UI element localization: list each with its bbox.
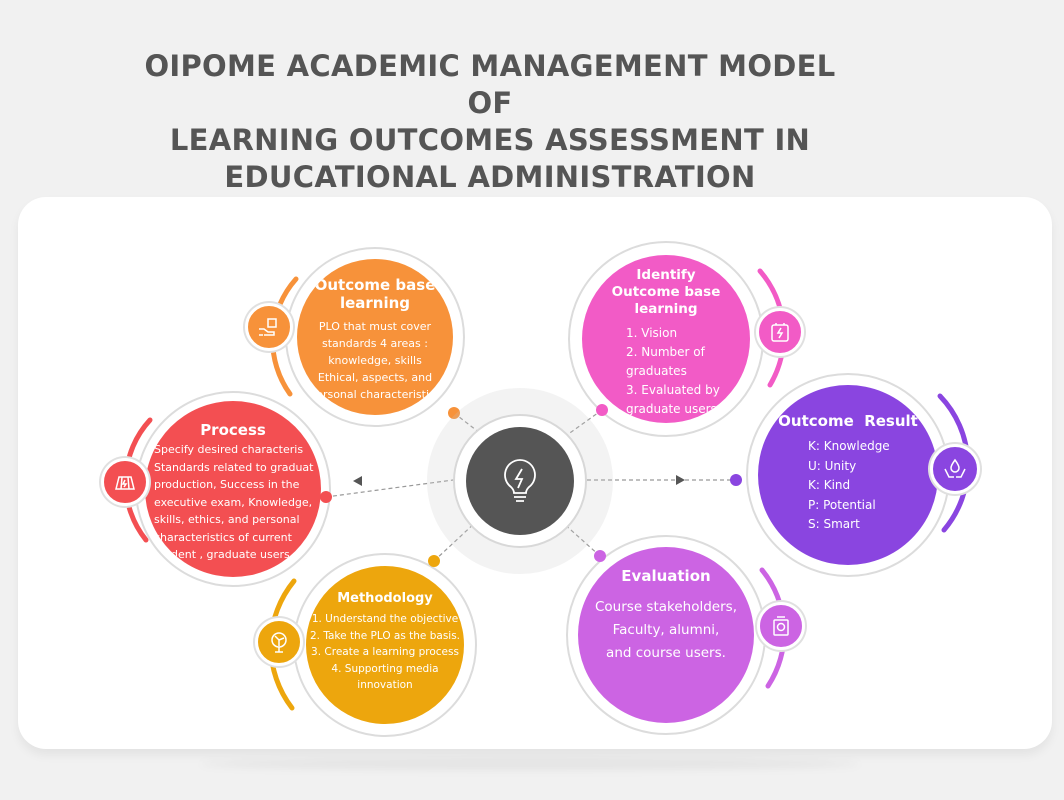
connector-evaluation xyxy=(561,521,601,557)
outcome-base-title: Outcome base learning xyxy=(314,276,436,312)
evaluation-body: Course stakeholders, Faculty, alumni, and … xyxy=(578,596,754,665)
methodology-line: 3. Create a learning process xyxy=(311,646,459,658)
process-line: characteristics of current xyxy=(154,530,292,544)
solar-panel-icon xyxy=(101,458,149,506)
evaluation-line: Faculty, alumni, xyxy=(612,622,720,638)
process-line: executive exam, Knowledge, xyxy=(154,495,313,509)
wind-turbine-icon xyxy=(255,618,303,666)
process-line: student , graduate users xyxy=(154,548,290,561)
outcome-result-title: Outcome Result xyxy=(778,412,918,430)
identify-circle: Identify Outcome base learning 1. Vision… xyxy=(582,255,750,423)
evaluation-circle: Evaluation Course stakeholders, Faculty, … xyxy=(578,547,754,723)
arrow-left xyxy=(353,476,362,486)
evaluation-line: Course stakeholders, xyxy=(595,599,737,615)
evaluation-line: and course users. xyxy=(606,645,726,661)
title-line-1: OIPOME ACADEMIC MANAGEMENT MODEL OF xyxy=(144,49,836,120)
methodology-line: 1. Understand the objective xyxy=(311,613,459,625)
process-dot xyxy=(320,491,332,503)
identify-line: graduate users xyxy=(626,402,717,416)
panel-shadow xyxy=(200,758,860,770)
process-line: skills, ethics, and personal xyxy=(154,513,300,526)
outcome-result-line: S: Smart xyxy=(808,517,860,531)
title-line-3: EDUCATIONAL ADMINISTRATION xyxy=(224,160,756,194)
identify-body: 1. Vision 2. Number of graduates 3. Evaluat… xyxy=(582,324,750,419)
identify-title-line-1: Identify xyxy=(636,267,696,283)
outcome-base-line: personal characteristics xyxy=(309,388,441,401)
identify-title-line-3: learning xyxy=(634,301,698,317)
methodology-body: 1. Understand the objective 2. Take the P… xyxy=(306,611,464,694)
outcome-base-line: knowledge, skills xyxy=(328,354,422,367)
outcome-base-line: standards 4 areas : xyxy=(322,337,428,350)
identify-line: graduates xyxy=(626,364,687,378)
evaluation-dot xyxy=(594,550,606,562)
connector-outcome-base xyxy=(453,412,499,448)
outcome-result-dot xyxy=(730,474,742,486)
outcome-result-line: K: Knowledge xyxy=(808,439,890,453)
identify-title: Identify Outcome base learning xyxy=(582,267,750,318)
methodology-line: innovation xyxy=(357,679,413,691)
identify-line: 2. Number of xyxy=(626,345,705,359)
hand-cube-icon xyxy=(245,303,293,351)
outcome-base-circle: Outcome base learning PLO that must cove… xyxy=(297,259,453,415)
outcome-base-body: PLO that must cover standards 4 areas : kn… xyxy=(297,318,453,403)
methodology-line: 4. Supporting media xyxy=(331,662,439,675)
outcome-result-circle: Outcome Result K: Knowledge U: Unity K: Ki… xyxy=(758,385,938,565)
process-line: Specify desired characteris xyxy=(154,443,304,456)
identify-line: 1. Vision xyxy=(626,326,678,340)
outcome-result-line: P: Potential xyxy=(808,497,876,512)
evaluation-title: Evaluation xyxy=(621,567,711,585)
arrow-right xyxy=(676,475,685,485)
methodology-line: 2. Take the PLO as the basis. xyxy=(309,629,461,642)
outcome-base-dot xyxy=(448,407,460,419)
methodology-circle: Methodology 1. Understand the objective 2… xyxy=(306,566,464,724)
methodology-title: Methodology xyxy=(337,591,433,606)
identify-dot xyxy=(596,404,608,416)
process-line: Standards related to graduat xyxy=(154,460,314,474)
outcome-base-line: PLO that must cover xyxy=(318,320,432,333)
center-circle xyxy=(466,427,574,535)
page-title: OIPOME ACADEMIC MANAGEMENT MODEL OF LEAR… xyxy=(140,48,840,196)
title-line-2: LEARNING OUTCOMES ASSESSMENT IN xyxy=(169,123,811,157)
hands-water-drop-icon xyxy=(930,444,980,494)
lightbulb-energy-icon xyxy=(504,459,536,502)
connector-process xyxy=(325,477,469,498)
process-title: Process xyxy=(200,421,266,439)
process-line: production, Success in the xyxy=(154,478,300,491)
identify-title-line-2: Outcome base xyxy=(611,284,721,300)
methodology-dot xyxy=(428,555,440,567)
outcome-result-line: K: Kind xyxy=(808,478,851,492)
outcome-base-line: Ethical, aspects, and xyxy=(317,371,433,384)
identify-line: 3. Evaluated by xyxy=(626,383,720,397)
battery-charge-icon xyxy=(756,308,804,356)
recycle-bin-icon xyxy=(757,602,805,650)
outcome-result-line: U: Unity xyxy=(808,458,857,473)
